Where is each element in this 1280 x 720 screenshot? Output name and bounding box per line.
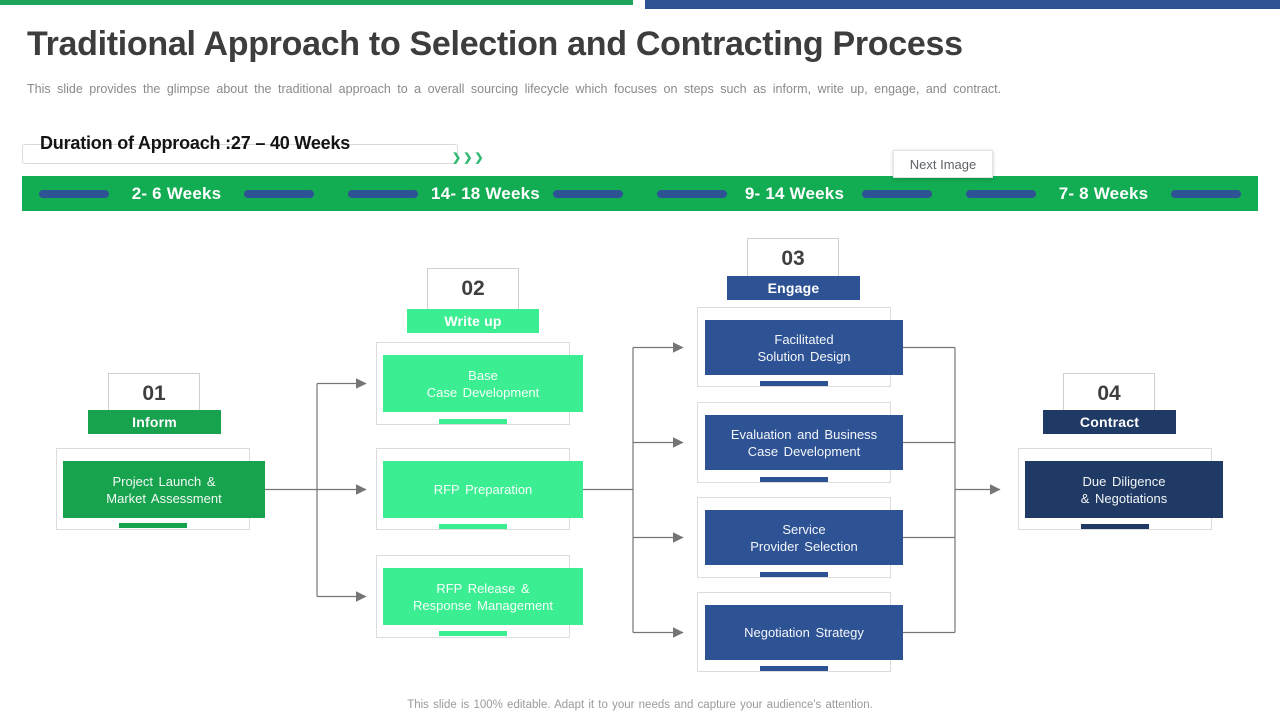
- timeline-segment-3: 9- 14 Weeks: [640, 176, 949, 211]
- timeline-dash: [657, 189, 727, 198]
- step-number-box-03: 03: [747, 238, 839, 280]
- step-label-text: Inform: [132, 414, 177, 430]
- step-number: 04: [1097, 382, 1121, 405]
- timeline-dash: [243, 189, 314, 198]
- timeline-duration-label: 14- 18 Weeks: [431, 183, 540, 203]
- next-image-label: Next Image: [909, 156, 977, 172]
- underline-accent: [119, 523, 187, 528]
- step-label-inform: Inform: [88, 410, 221, 434]
- flow-box-base-case-development: Base Case Development: [383, 355, 583, 412]
- timeline-duration-label: 2- 6 Weeks: [131, 183, 222, 203]
- step-number: 03: [781, 247, 805, 270]
- step-label-write-up: Write up: [407, 309, 539, 333]
- underline-accent: [439, 631, 507, 636]
- timeline-segment-4: 7- 8 Weeks: [949, 176, 1258, 211]
- page-subtitle: This slide provides the glimpse about th…: [27, 82, 1002, 96]
- flow-box-evaluation-business-case: Evaluation and Business Case Development: [705, 415, 903, 470]
- top-accent-bar-blue: [645, 0, 1280, 9]
- flow-box-due-diligence: Due Diligence & Negotiations: [1025, 461, 1223, 518]
- timeline-dash: [348, 189, 418, 198]
- duration-heading: Duration of Approach :27 – 40 Weeks: [40, 133, 351, 153]
- timeline-segment-1: 2- 6 Weeks: [22, 176, 331, 211]
- step-number: 02: [461, 277, 485, 300]
- underline-accent: [760, 381, 828, 386]
- timeline-dash: [861, 189, 932, 198]
- timeline-dash: [966, 189, 1036, 198]
- underline-accent: [760, 572, 828, 577]
- flow-box-rfp-release: RFP Release & Response Management: [383, 568, 583, 625]
- timeline-dash: [1170, 189, 1241, 198]
- step-number: 01: [142, 382, 166, 405]
- flow-box-project-launch: Project Launch & Market Assessment: [63, 461, 265, 518]
- flow-box-facilitated-solution-design: Facilitated Solution Design: [705, 320, 903, 375]
- underline-accent: [760, 477, 828, 482]
- underline-accent: [439, 524, 507, 529]
- step-label-engage: Engage: [727, 276, 860, 300]
- step-label-text: Write up: [444, 313, 502, 329]
- timeline-segment-2: 14- 18 Weeks: [331, 176, 640, 211]
- step-label-text: Engage: [767, 280, 820, 296]
- timeline-dash: [39, 189, 109, 198]
- flow-box-service-provider-selection: Service Provider Selection: [705, 510, 903, 565]
- underline-accent: [1081, 524, 1149, 529]
- page-title: Traditional Approach to Selection and Co…: [27, 25, 963, 63]
- chevron-right-icon: ❯❯❯: [452, 152, 486, 164]
- duration-underline-box: [22, 144, 458, 164]
- flow-box-rfp-preparation: RFP Preparation: [383, 461, 583, 518]
- top-accent-bar-green: [0, 0, 633, 5]
- step-number-box-04: 04: [1063, 373, 1155, 415]
- underline-accent: [439, 419, 507, 424]
- next-image-tooltip[interactable]: Next Image: [893, 150, 993, 178]
- step-number-box-02: 02: [427, 268, 519, 310]
- step-label-text: Contract: [1079, 414, 1140, 430]
- timeline-dash: [552, 189, 623, 198]
- step-number-box-01: 01: [108, 373, 200, 415]
- footer-note: This slide is 100% editable. Adapt it to…: [407, 699, 873, 711]
- timeline-banner: 2- 6 Weeks 14- 18 Weeks 9- 14 Weeks 7- 8…: [22, 176, 1258, 211]
- timeline-duration-label: 7- 8 Weeks: [1058, 183, 1149, 203]
- underline-accent: [760, 666, 828, 671]
- timeline-duration-label: 9- 14 Weeks: [744, 183, 845, 203]
- flow-box-negotiation-strategy: Negotiation Strategy: [705, 605, 903, 660]
- step-label-contract: Contract: [1043, 410, 1176, 434]
